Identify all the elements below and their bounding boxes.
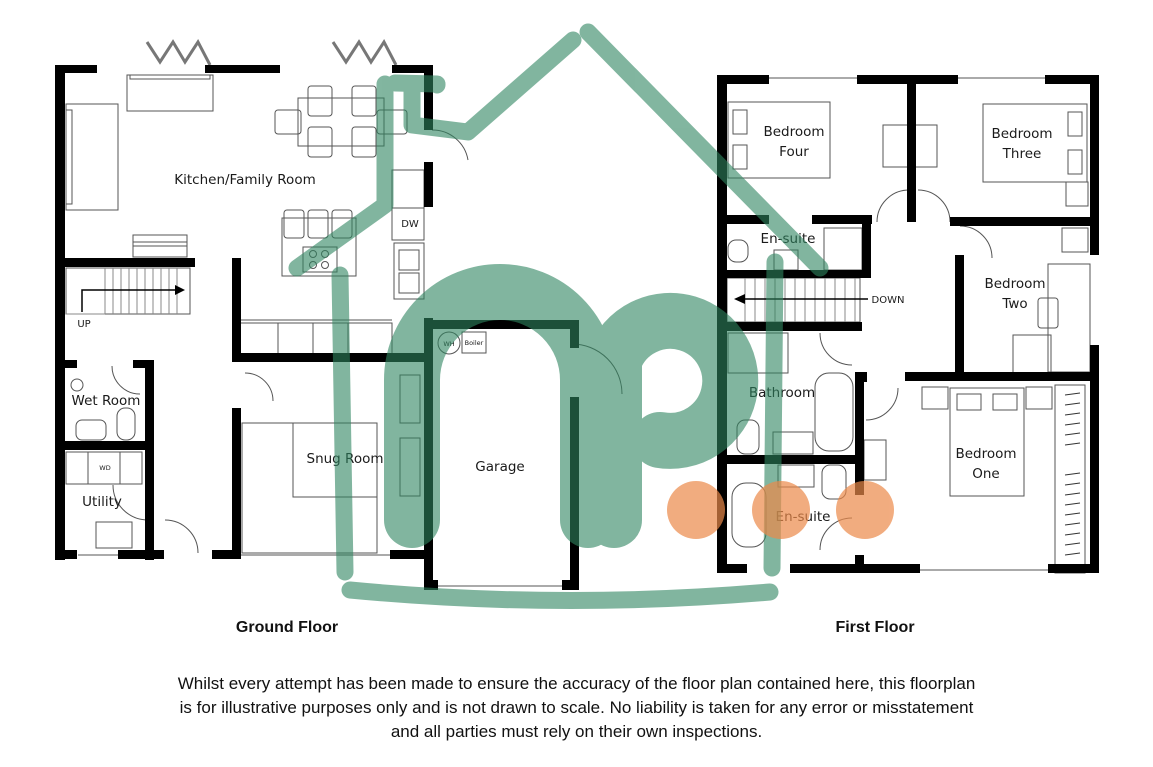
room-label-bedroom-three-line1: Bedroom [991, 126, 1052, 142]
stairs-up-label: UP [77, 319, 90, 330]
disclaimer-line-2: is for illustrative purposes only and is… [179, 698, 974, 717]
staircase-icon [726, 277, 861, 323]
sink-icon [393, 242, 425, 300]
room-label-kitchen: Kitchen/Family Room [174, 172, 315, 188]
room-label-wet-room: Wet Room [72, 393, 141, 409]
first-floor-title: First Floor [835, 619, 914, 636]
bifold-door-right-icon [331, 39, 398, 66]
room-label-bedroom-two-line1: Bedroom [984, 276, 1045, 292]
ground-floor-plan: Kitchen/Family Room DW UP Wet Room WD Ut… [55, 39, 623, 636]
room-label-garage: Garage [475, 459, 524, 475]
room-label-bedroom-one-line2: One [972, 466, 1000, 482]
appliance-label-dishwasher: DW [401, 219, 419, 230]
bathtub-icon [814, 372, 854, 452]
room-label-bedroom-three-line2: Three [1002, 146, 1042, 162]
ground-floor-title: Ground Floor [236, 619, 338, 636]
bed-icon [982, 103, 1088, 183]
kitchen-island-icon [281, 217, 357, 277]
appliance-label-boiler: Boiler [465, 339, 484, 347]
boiler-icon [461, 331, 487, 354]
house-np-logo-icon [288, 23, 829, 610]
room-label-bedroom-two-line2: Two [1001, 296, 1027, 312]
room-label-bedroom-four-line1: Bedroom [763, 124, 824, 140]
bed-icon [727, 101, 831, 179]
staircase-icon [65, 267, 191, 315]
disclaimer-text: Whilst every attempt has been made to en… [0, 672, 1153, 744]
room-label-bedroom-four-line2: Four [779, 144, 809, 160]
bed-icon [949, 387, 1025, 497]
appliance-label-washer-dryer: WD [99, 464, 110, 472]
sofa-icon [126, 74, 214, 112]
dishwasher-icon [391, 207, 425, 241]
disclaimer-line-1: Whilst every attempt has been made to en… [177, 674, 976, 693]
orange-dots-icon [667, 481, 894, 539]
sofa-icon [65, 103, 119, 211]
corner-sofa-icon [241, 422, 378, 554]
stairs-arrow-icon [81, 289, 178, 312]
room-label-bedroom-one-line1: Bedroom [955, 446, 1016, 462]
disclaimer-line-3: and all parties must rely on their own i… [390, 722, 763, 741]
bifold-door-left-icon [145, 39, 212, 66]
room-label-utility: Utility [82, 494, 122, 510]
dining-table-icon [297, 97, 385, 147]
stairs-down-label: DOWN [872, 295, 905, 306]
